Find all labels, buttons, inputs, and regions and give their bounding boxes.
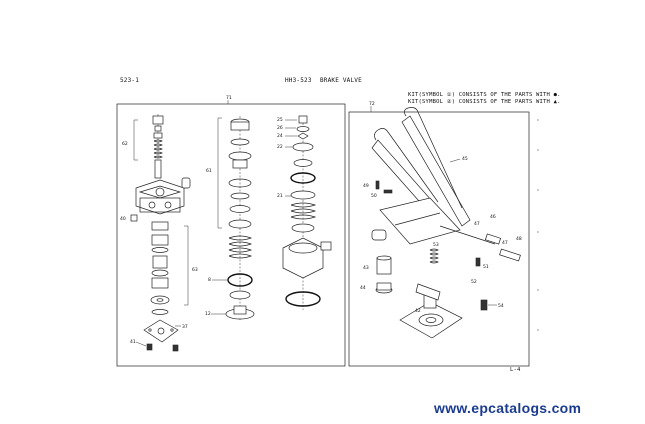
callout-43: 43 [363, 265, 369, 271]
callout-54: 54 [498, 303, 504, 309]
callout-48: 48 [516, 236, 522, 242]
left-diagram-frame [116, 103, 346, 367]
callout-49: 49 [363, 183, 369, 189]
callout-46: 46 [490, 214, 496, 220]
callout-25: 25 [277, 117, 283, 123]
right-diagram-frame [348, 111, 530, 367]
pedal-assembly: 45 46 47 48 47 49 50 51 52 53 43 44 [360, 107, 522, 339]
callout-22: 22 [277, 144, 283, 150]
page-reference: 523-1 [120, 77, 140, 84]
callout-71: 71 [226, 95, 232, 101]
callout-47: 47 [474, 221, 480, 227]
callout-21: 21 [277, 193, 283, 199]
callout-24: 24 [277, 133, 283, 139]
callout-52: 52 [471, 279, 477, 285]
model-code: HH3-523 [285, 77, 312, 84]
callout-50: 50 [371, 193, 377, 199]
callout-53: 53 [433, 242, 439, 248]
callout-37: 37 [182, 324, 188, 330]
footer-page-mark: L-4 [510, 367, 521, 373]
callout-47b: 47 [502, 240, 508, 246]
column-2-parts: 61 8 12 [205, 116, 255, 320]
column-1-parts: 62 40 63 37 41 [120, 114, 198, 352]
callout-44: 44 [360, 285, 366, 291]
callout-51: 51 [483, 264, 489, 270]
callout-63: 63 [192, 267, 198, 273]
callout-72: 72 [369, 101, 375, 107]
callout-62: 62 [122, 141, 128, 147]
callout-12: 12 [205, 311, 211, 317]
callout-61: 61 [206, 168, 212, 174]
callout-42: 42 [415, 308, 421, 314]
callout-45: 45 [462, 156, 468, 162]
callout-40: 40 [120, 216, 126, 222]
column-3-parts: 25 26 24 22 21 [277, 115, 332, 310]
callout-26: 26 [277, 125, 283, 131]
diagram-title: BRAKE VALVE [320, 77, 362, 84]
watermark-text: www.epcatalogs.com [434, 400, 582, 416]
kit-note-2: KIT(SYMBOL ②) CONSISTS OF THE PARTS WITH… [408, 99, 561, 105]
callout-8: 8 [208, 277, 211, 283]
callout-41: 41 [130, 339, 136, 345]
kit-note-1: KIT(SYMBOL ①) CONSISTS OF THE PARTS WITH… [408, 92, 561, 98]
